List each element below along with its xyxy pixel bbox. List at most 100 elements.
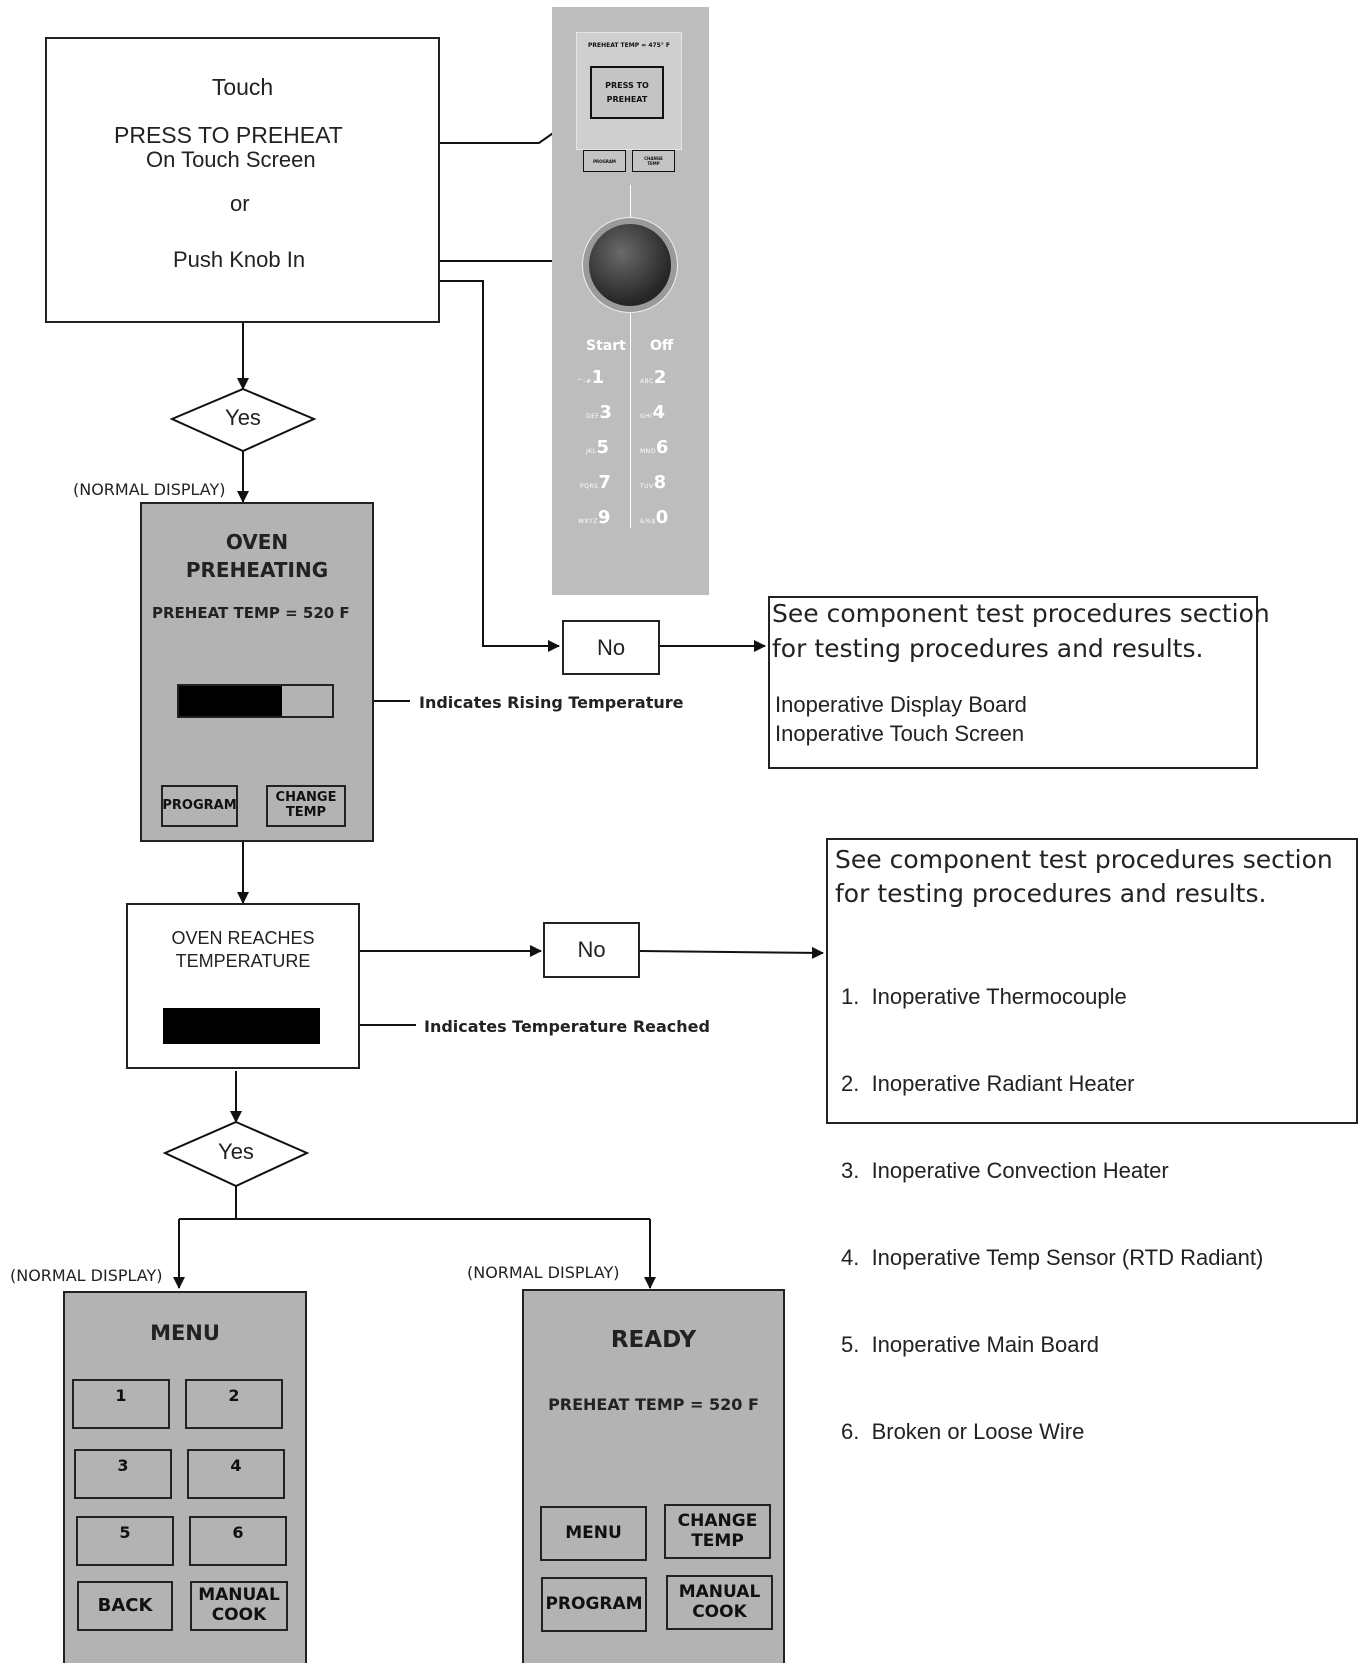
decision-diamond-1	[169, 387, 317, 453]
result-box-1	[768, 596, 1258, 769]
oven-reaches-line1: OVEN REACHES	[171, 928, 315, 948]
key-2[interactable]: ABC2	[640, 367, 666, 388]
control-press-to-preheat-button[interactable]: PRESS TO PREHEAT	[590, 66, 664, 119]
key-6-digit: 6	[655, 437, 669, 458]
control-knob[interactable]	[589, 224, 671, 306]
menu-button-4[interactable]: 4	[187, 1449, 285, 1499]
no-box-2: No	[543, 922, 640, 978]
key-5[interactable]: JKL5	[586, 437, 609, 458]
normal-display-label-2: (NORMAL DISPLAY)	[10, 1266, 163, 1285]
decision-2-label: Yes	[218, 1139, 254, 1164]
key-9-digit: 9	[597, 507, 611, 528]
key-0[interactable]: &%$0	[640, 507, 668, 528]
start-key[interactable]: Start	[586, 338, 626, 354]
temp-reached-bar	[163, 1008, 320, 1044]
key-7[interactable]: PQRS7	[580, 472, 611, 493]
key-7-digit: 7	[598, 472, 611, 493]
oven-control-panel: PREHEAT TEMP = 475° F PRESS TO PREHEAT P…	[552, 7, 709, 595]
result-box-2-line1: See component test procedures section	[835, 845, 1333, 874]
menu-button-6[interactable]: 6	[189, 1516, 287, 1566]
result-box-2-line2: for testing procedures and results.	[835, 879, 1267, 908]
arrow-to-no-1	[439, 280, 560, 652]
key-1[interactable]: "'-#1	[578, 367, 604, 388]
decision-1-label: Yes	[225, 405, 261, 430]
key-9[interactable]: WXYZ9	[578, 507, 610, 528]
menu-button-2[interactable]: 2	[185, 1379, 283, 1429]
oven-reaches-line2: TEMPERATURE	[175, 951, 311, 971]
key-6[interactable]: MNO6	[640, 437, 668, 458]
off-key[interactable]: Off	[650, 338, 674, 354]
ready-title: READY	[610, 1327, 697, 1353]
menu-manual-cook-button[interactable]: MANUAL COOK	[190, 1581, 288, 1631]
key-8-letters: TUV	[640, 483, 654, 490]
menu-button-3[interactable]: 3	[74, 1449, 172, 1499]
decision-diamond-2	[162, 1120, 310, 1188]
key-4[interactable]: GHI4	[640, 402, 665, 423]
result-box-2-item: 2. Inoperative Radiant Heater	[841, 1071, 1135, 1096]
menu-button-1[interactable]: 1	[72, 1379, 170, 1429]
preheating-program-button[interactable]: PROGRAM	[161, 785, 238, 827]
push-knob-in-label: Push Knob In	[173, 247, 306, 272]
result-box-2-item: 6. Broken or Loose Wire	[841, 1419, 1085, 1444]
result-box-2-list: 1. Inoperative Thermocouple 2. Inoperati…	[841, 924, 1263, 1504]
key-3[interactable]: DEF3	[586, 402, 612, 423]
key-5-letters: JKL	[586, 448, 597, 455]
keypad-divider	[630, 313, 631, 528]
ready-manual-cook-button[interactable]: MANUAL COOK	[666, 1575, 773, 1630]
key-3-digit: 3	[599, 402, 612, 423]
preheating-title-line1: OVEN	[225, 530, 289, 554]
preheating-change-temp-button[interactable]: CHANGE TEMP	[266, 785, 346, 827]
preheating-title-line2: PREHEATING	[185, 558, 329, 582]
key-3-letters: DEF	[586, 413, 600, 420]
result-box-1-line1: See component test procedures section	[772, 599, 1270, 628]
control-screen-title: PREHEAT TEMP = 475° F	[587, 42, 671, 49]
key-8[interactable]: TUV8	[640, 472, 666, 493]
result-box-2-item: 3. Inoperative Convection Heater	[841, 1158, 1169, 1183]
key-0-digit: 0	[655, 507, 669, 528]
indicates-rising-label: Indicates Rising Temperature	[419, 693, 684, 712]
menu-title: MENU	[150, 1321, 220, 1345]
control-program-button[interactable]: PROGRAM	[583, 150, 626, 172]
menu-back-button[interactable]: BACK	[77, 1581, 173, 1631]
result-box-2-item: 4. Inoperative Temp Sensor (RTD Radiant)	[841, 1245, 1264, 1270]
result-box-2	[826, 838, 1358, 1124]
rising-temp-bar-fill	[179, 686, 282, 716]
ready-temp: PREHEAT TEMP = 520 F	[548, 1395, 759, 1414]
preheating-temp: PREHEAT TEMP = 520 F	[152, 604, 350, 622]
normal-display-label-3: (NORMAL DISPLAY)	[467, 1263, 620, 1282]
on-touch-screen-label: On Touch Screen	[146, 147, 316, 172]
touch-label: Touch	[211, 74, 274, 100]
key-4-digit: 4	[652, 402, 665, 423]
no-box-1: No	[562, 620, 660, 675]
knob-top-line	[630, 185, 631, 217]
ready-change-temp-button[interactable]: CHANGE TEMP	[664, 1504, 771, 1559]
key-2-letters: ABC	[640, 378, 654, 385]
ready-program-button[interactable]: PROGRAM	[541, 1577, 647, 1632]
result-box-1-line2: for testing procedures and results.	[772, 634, 1204, 663]
key-1-letters: "'-#	[578, 378, 592, 385]
result-box-2-item: 1. Inoperative Thermocouple	[841, 984, 1127, 1009]
press-to-preheat-label: PRESS TO PREHEAT	[114, 122, 343, 148]
key-7-letters: PQRS	[580, 483, 599, 490]
or-label: or	[230, 191, 250, 216]
key-6-letters: MNO	[640, 448, 656, 455]
key-0-letters: &%$	[640, 518, 656, 525]
result-box-1-item: Inoperative Display Board	[775, 692, 1027, 717]
key-4-letters: GHI	[640, 413, 653, 420]
rising-temp-bar	[177, 684, 334, 718]
ready-menu-button[interactable]: MENU	[540, 1506, 647, 1561]
result-box-1-item: Inoperative Touch Screen	[775, 721, 1025, 746]
key-9-letters: WXYZ	[578, 518, 598, 525]
arrow-to-result-2	[639, 946, 824, 959]
control-change-temp-button[interactable]: CHANGE TEMP	[632, 150, 675, 172]
key-5-digit: 5	[596, 437, 610, 458]
key-1-digit: 1	[591, 367, 605, 388]
start-box	[45, 37, 440, 323]
indicates-reached-label: Indicates Temperature Reached	[424, 1017, 710, 1036]
key-2-digit: 2	[653, 367, 667, 388]
menu-button-5[interactable]: 5	[76, 1516, 174, 1566]
normal-display-label-1: (NORMAL DISPLAY)	[73, 480, 226, 499]
result-box-2-item: 5. Inoperative Main Board	[841, 1332, 1100, 1357]
